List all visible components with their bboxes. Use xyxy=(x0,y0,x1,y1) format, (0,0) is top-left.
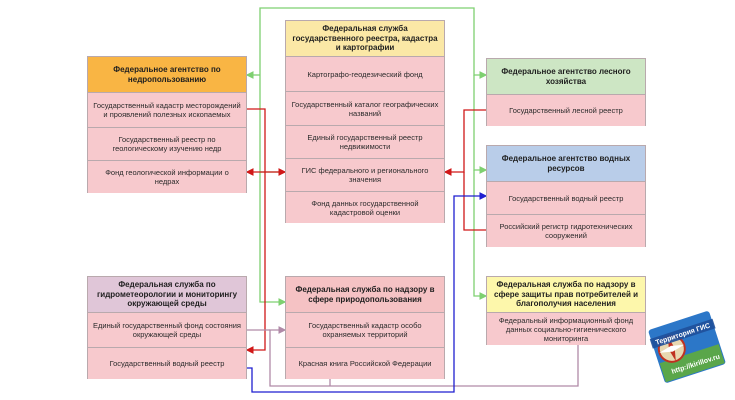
blue-connectors xyxy=(247,192,488,393)
priroda-row: Красная книга Российской Федерации xyxy=(286,347,444,379)
les-row: Государственный лесной реестр xyxy=(487,95,645,126)
potreb-title: Федеральная служба по надзору в сфере за… xyxy=(487,277,645,313)
nedra-row: Фонд геологической информации о недрах xyxy=(88,160,246,193)
nedra-row: Государственный кадастр месторождений и … xyxy=(88,93,246,127)
nedra-block: Федеральное агентство по недропользовани… xyxy=(87,56,247,193)
purple-connectors xyxy=(247,326,579,387)
rosreestr-row: Единый государственный реестр недвижимос… xyxy=(286,125,444,158)
rosreestr-row: Картографо-геодезический фонд xyxy=(286,57,444,91)
territory-gis-logo: Территория ГИС http://kirillov.ru xyxy=(646,309,728,385)
rosreestr-title: Федеральная служба государственного реес… xyxy=(286,21,444,57)
potreb-block: Федеральная служба по надзору в сфере за… xyxy=(486,276,646,345)
gidromet-block: Федеральная служба по гидрометеорологии … xyxy=(87,276,247,379)
voda-row: Государственный водный реестр xyxy=(487,182,645,214)
potreb-row: Федеральный информационный фонд данных с… xyxy=(487,313,645,345)
priroda-title: Федеральная служба по надзору в сфере пр… xyxy=(286,277,444,313)
les-block: Федеральное агентство лесного хозяйства … xyxy=(486,58,646,126)
rosreestr-block: Федеральная служба государственного реес… xyxy=(285,20,445,223)
priroda-row: Государственный кадастр особо охраняемых… xyxy=(286,313,444,347)
gidromet-row: Государственный водный реестр xyxy=(88,347,246,379)
voda-title: Федеральное агентство водных ресурсов xyxy=(487,146,645,182)
nedra-title: Федеральное агентство по недропользовани… xyxy=(88,57,246,93)
priroda-block: Федеральная служба по надзору в сфере пр… xyxy=(285,276,445,379)
gidromet-row: Единый государственный фонд состояния ок… xyxy=(88,313,246,347)
rosreestr-row: Государственный каталог географических н… xyxy=(286,91,444,125)
rosreestr-row: ГИС федерального и регионального значени… xyxy=(286,158,444,191)
nedra-row: Государственный реестр по геологическому… xyxy=(88,127,246,160)
gidromet-title: Федеральная служба по гидрометеорологии … xyxy=(88,277,246,313)
voda-row: Российский регистр гидротехнических соор… xyxy=(487,214,645,247)
red-connectors xyxy=(245,108,486,354)
les-title: Федеральное агентство лесного хозяйства xyxy=(487,59,645,95)
voda-block: Федеральное агентство водных ресурсов Го… xyxy=(486,145,646,247)
rosreestr-row: Фонд данных государственной кадастровой … xyxy=(286,191,444,223)
